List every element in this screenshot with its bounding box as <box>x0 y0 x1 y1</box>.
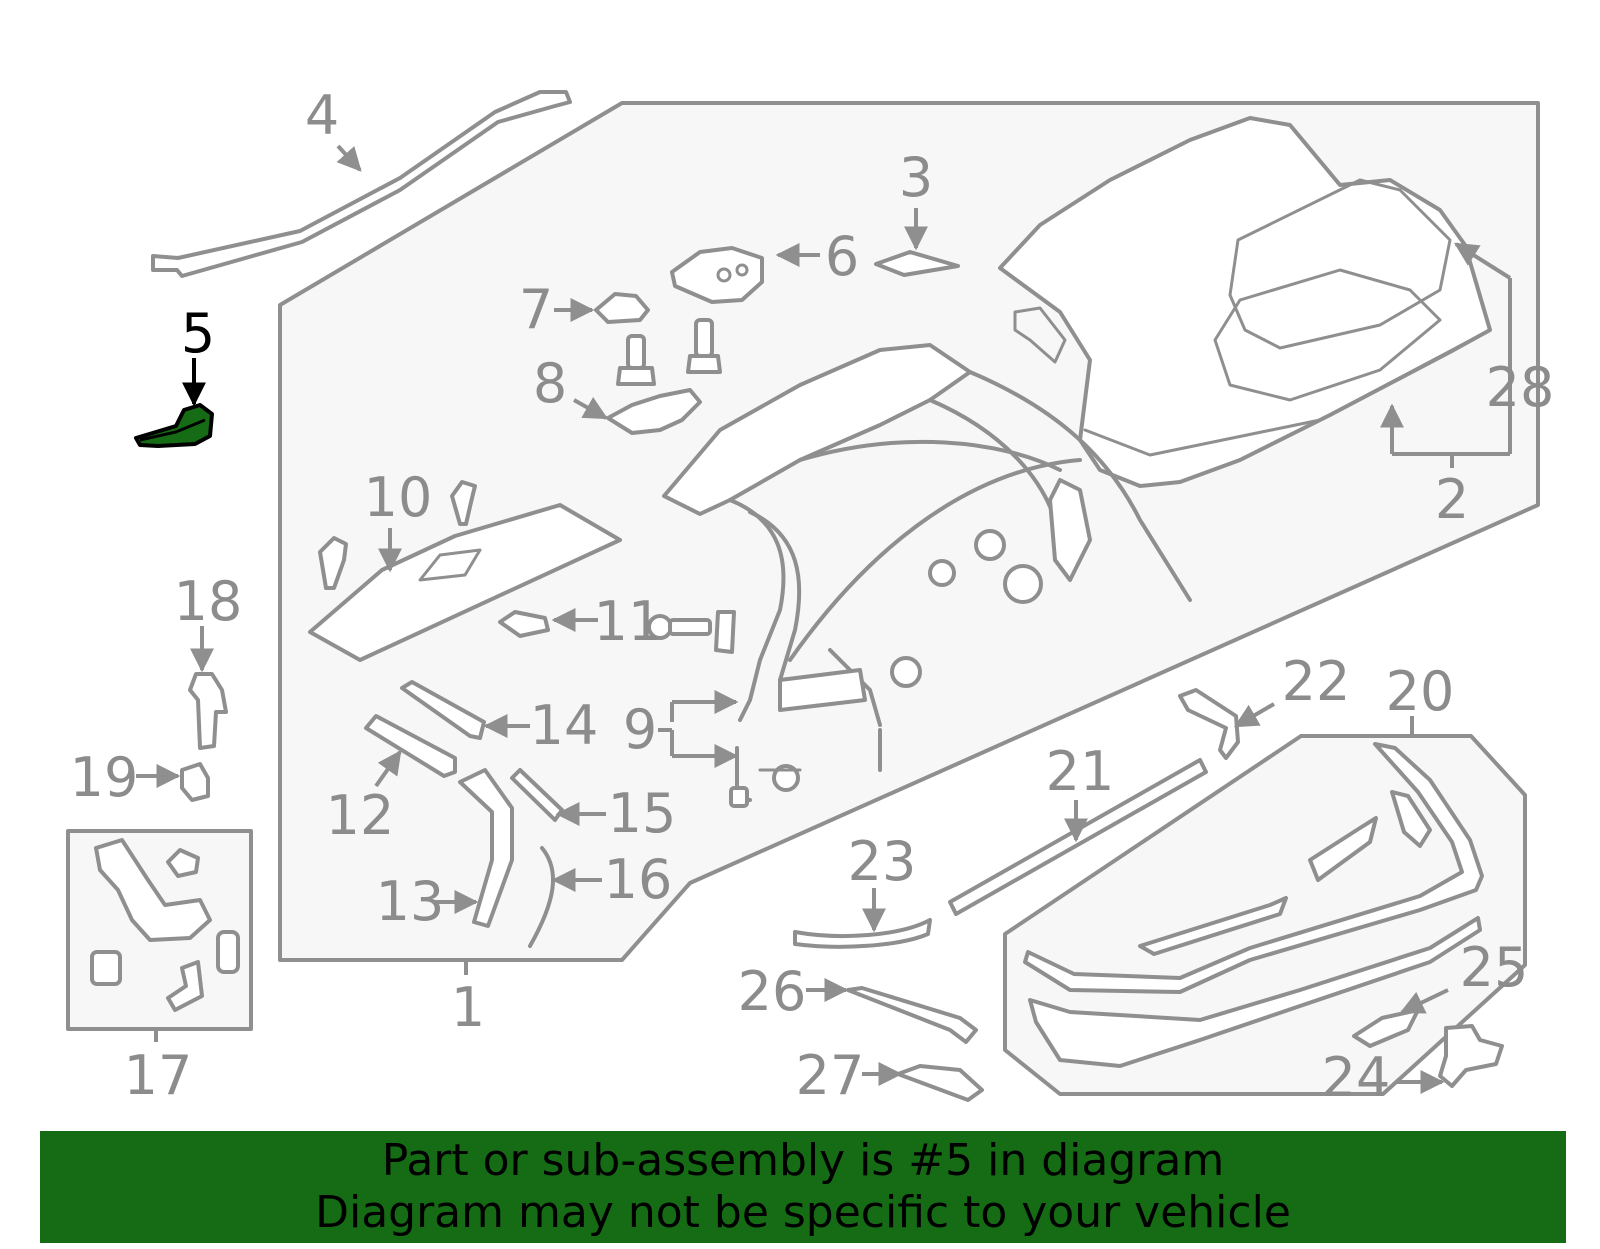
part-20-items <box>1023 742 1484 1068</box>
part-2-soft-top <box>998 116 1492 488</box>
bolt-a <box>616 334 656 386</box>
part-27 <box>896 1064 984 1102</box>
banner-line-2: Diagram may not be specific to your vehi… <box>315 1187 1291 1238</box>
callout-27[interactable]: 27 <box>796 1044 865 1107</box>
callout-26[interactable]: 26 <box>738 960 807 1023</box>
callout-18[interactable]: 18 <box>174 570 243 633</box>
part-17-items <box>90 838 240 1012</box>
callout-14[interactable]: 14 <box>530 694 599 757</box>
grommet-d <box>890 656 922 688</box>
callout-22[interactable]: 22 <box>1282 650 1351 713</box>
callout-13[interactable]: 13 <box>376 870 445 933</box>
callout-6[interactable]: 6 <box>825 225 859 288</box>
callout-11[interactable]: 11 <box>594 590 663 653</box>
callout-17[interactable]: 17 <box>124 1044 193 1107</box>
callout-labels: 1 2 3 4 5 6 7 8 9 10 11 12 13 14 15 16 1… <box>70 84 1555 1109</box>
callout-20[interactable]: 20 <box>1386 660 1455 723</box>
part-8 <box>606 388 702 435</box>
grommet-c <box>928 559 956 587</box>
callout-9[interactable]: 9 <box>623 698 657 761</box>
callout-23[interactable]: 23 <box>848 830 917 893</box>
grommet-a <box>974 529 1006 561</box>
callout-24[interactable]: 24 <box>1322 1046 1391 1109</box>
callout-10[interactable]: 10 <box>364 466 433 529</box>
grommet-b <box>1003 564 1043 604</box>
part-23 <box>793 918 932 949</box>
part-5[interactable] <box>134 403 214 448</box>
part-6 <box>670 246 764 304</box>
part-24 <box>1438 1024 1504 1088</box>
callout-16[interactable]: 16 <box>604 848 673 911</box>
callout-5[interactable]: 5 <box>181 302 215 365</box>
leader-lines <box>136 144 1512 1094</box>
callout-15[interactable]: 15 <box>608 782 677 845</box>
banner-line-1: Part or sub-assembly is #5 in diagram <box>381 1135 1225 1186</box>
part-26 <box>846 986 978 1044</box>
callout-19[interactable]: 19 <box>70 746 139 809</box>
part-13 <box>458 768 514 928</box>
bolt-b <box>686 318 722 374</box>
roof-frame <box>662 343 1192 772</box>
callout-25[interactable]: 25 <box>1460 936 1529 999</box>
info-banner: Part or sub-assembly is #5 in diagram Di… <box>40 1131 1566 1243</box>
part-18 <box>188 672 228 750</box>
part-11 <box>498 610 550 638</box>
part-12 <box>364 714 457 778</box>
callout-7[interactable]: 7 <box>519 278 553 341</box>
callout-8[interactable]: 8 <box>533 352 567 415</box>
callout-28[interactable]: 28 <box>1486 356 1555 419</box>
callout-2[interactable]: 2 <box>1435 468 1469 531</box>
part-4 <box>151 90 572 278</box>
part-19 <box>180 762 210 802</box>
callout-3[interactable]: 3 <box>899 146 933 209</box>
part-22 <box>1178 688 1240 760</box>
part-3 <box>874 250 960 277</box>
callout-21[interactable]: 21 <box>1046 740 1115 803</box>
callout-12[interactable]: 12 <box>326 784 395 847</box>
part-7 <box>594 292 650 324</box>
part-14 <box>400 680 486 740</box>
part-25 <box>1352 1008 1420 1048</box>
callout-1[interactable]: 1 <box>451 976 485 1039</box>
callout-4[interactable]: 4 <box>305 84 339 147</box>
bolt-11 <box>647 610 736 654</box>
